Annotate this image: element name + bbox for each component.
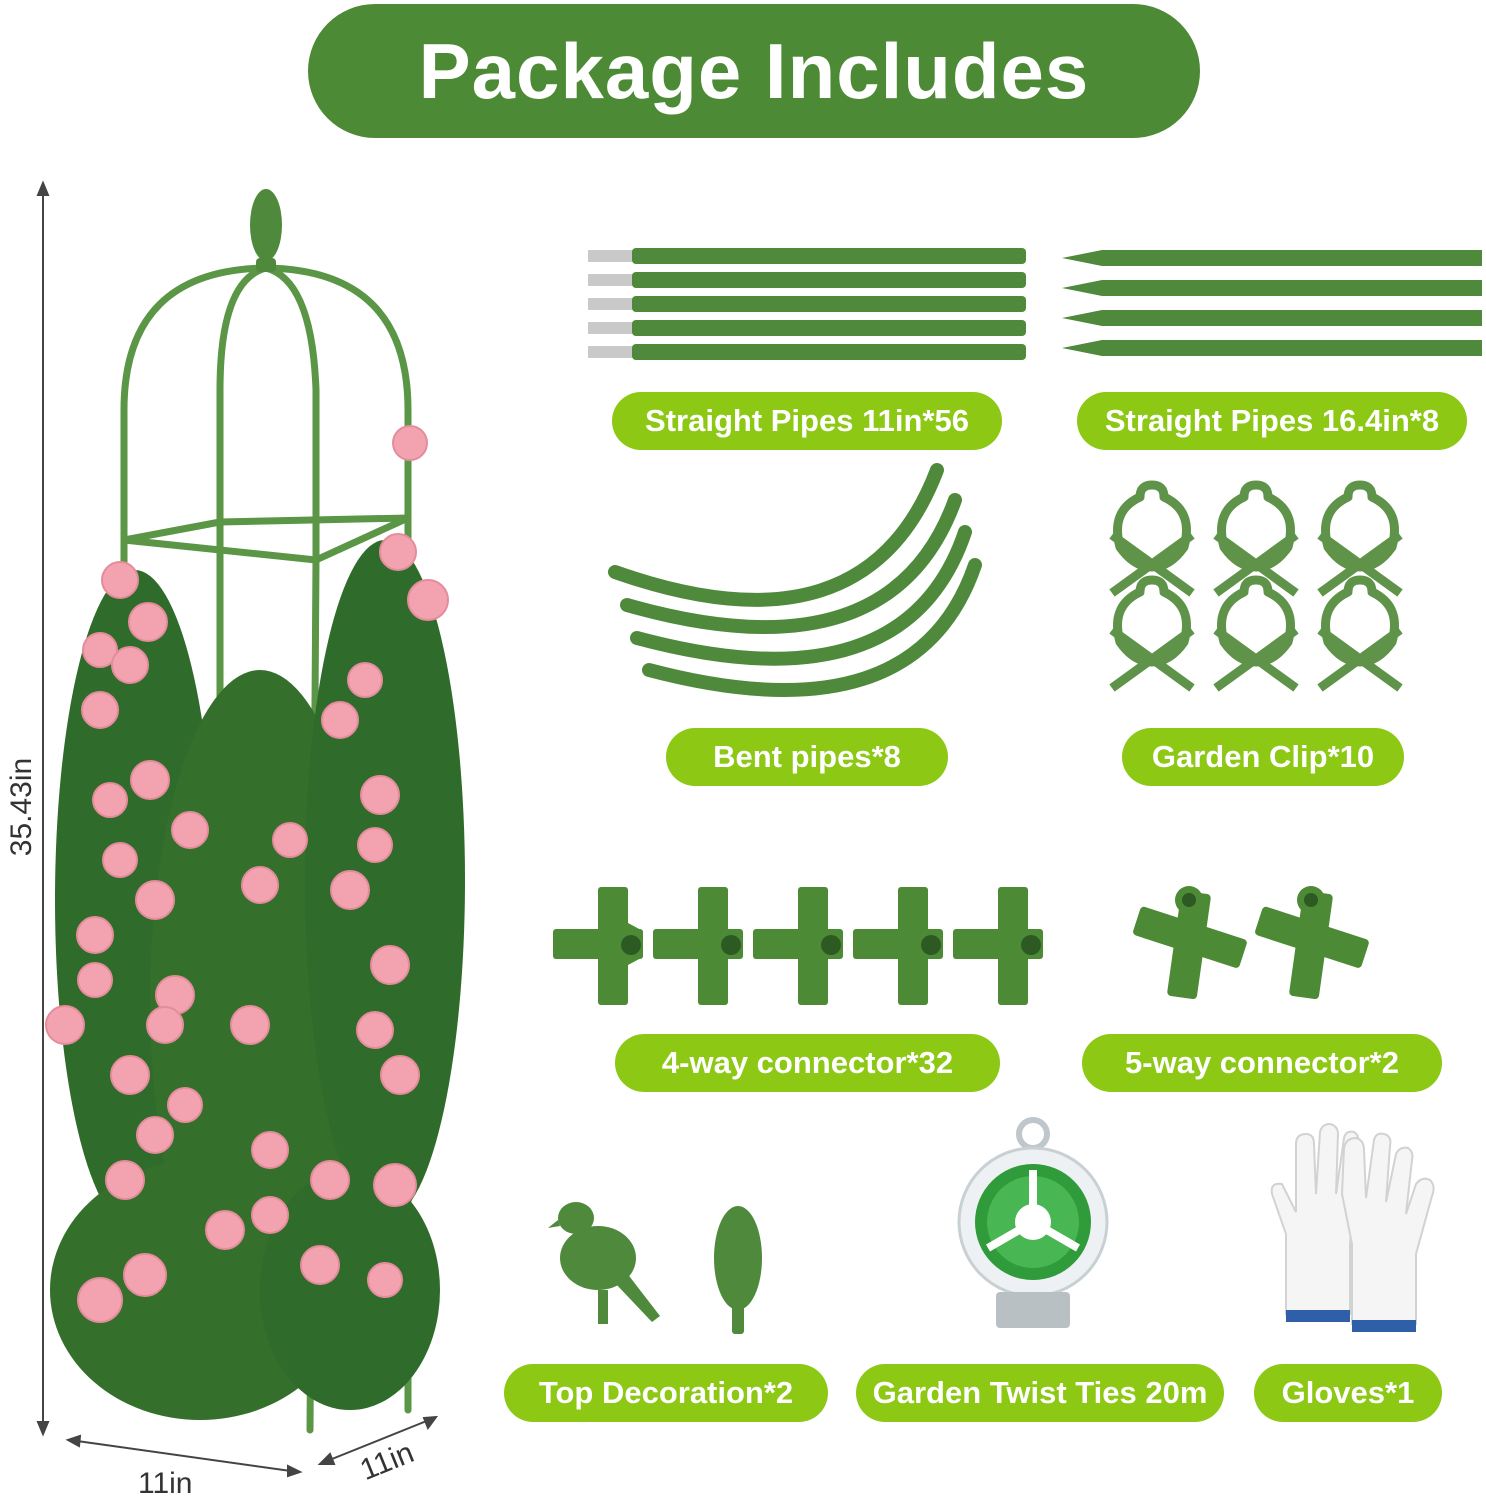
item-label-four-way-connector: 4-way connector*32 [615, 1034, 1000, 1092]
item-label-bent-pipes: Bent pipes*8 [666, 728, 948, 786]
five-way-connector-icon [1133, 886, 1369, 1000]
header-banner: Package Includes [308, 4, 1200, 138]
bent-pipes-icon [608, 463, 982, 697]
four-way-connector-icon [553, 887, 1043, 1005]
top-decoration-icon [548, 1202, 762, 1334]
straight-pipes-long-icon [1062, 250, 1482, 356]
page-title: Package Includes [418, 26, 1090, 115]
item-label-five-way-connector: 5-way connector*2 [1082, 1034, 1442, 1092]
width-label: 11in [138, 1467, 193, 1500]
straight-pipes-short-icon [588, 248, 1026, 360]
item-label-top-decoration: Top Decoration*2 [504, 1364, 828, 1422]
item-label-straight-pipes-short: Straight Pipes 11in*56 [612, 392, 1002, 450]
garden-clip-icon [1109, 480, 1403, 692]
trellis-with-roses-illustration [45, 189, 465, 1434]
item-label-garden-clip: Garden Clip*10 [1122, 728, 1404, 786]
twist-ties-reel-icon [957, 1117, 1109, 1328]
item-label-straight-pipes-long: Straight Pipes 16.4in*8 [1077, 392, 1467, 450]
gloves-icon [1270, 1122, 1435, 1332]
item-label-twist-ties: Garden Twist Ties 20m [856, 1364, 1224, 1422]
item-label-gloves: Gloves*1 [1254, 1364, 1442, 1422]
